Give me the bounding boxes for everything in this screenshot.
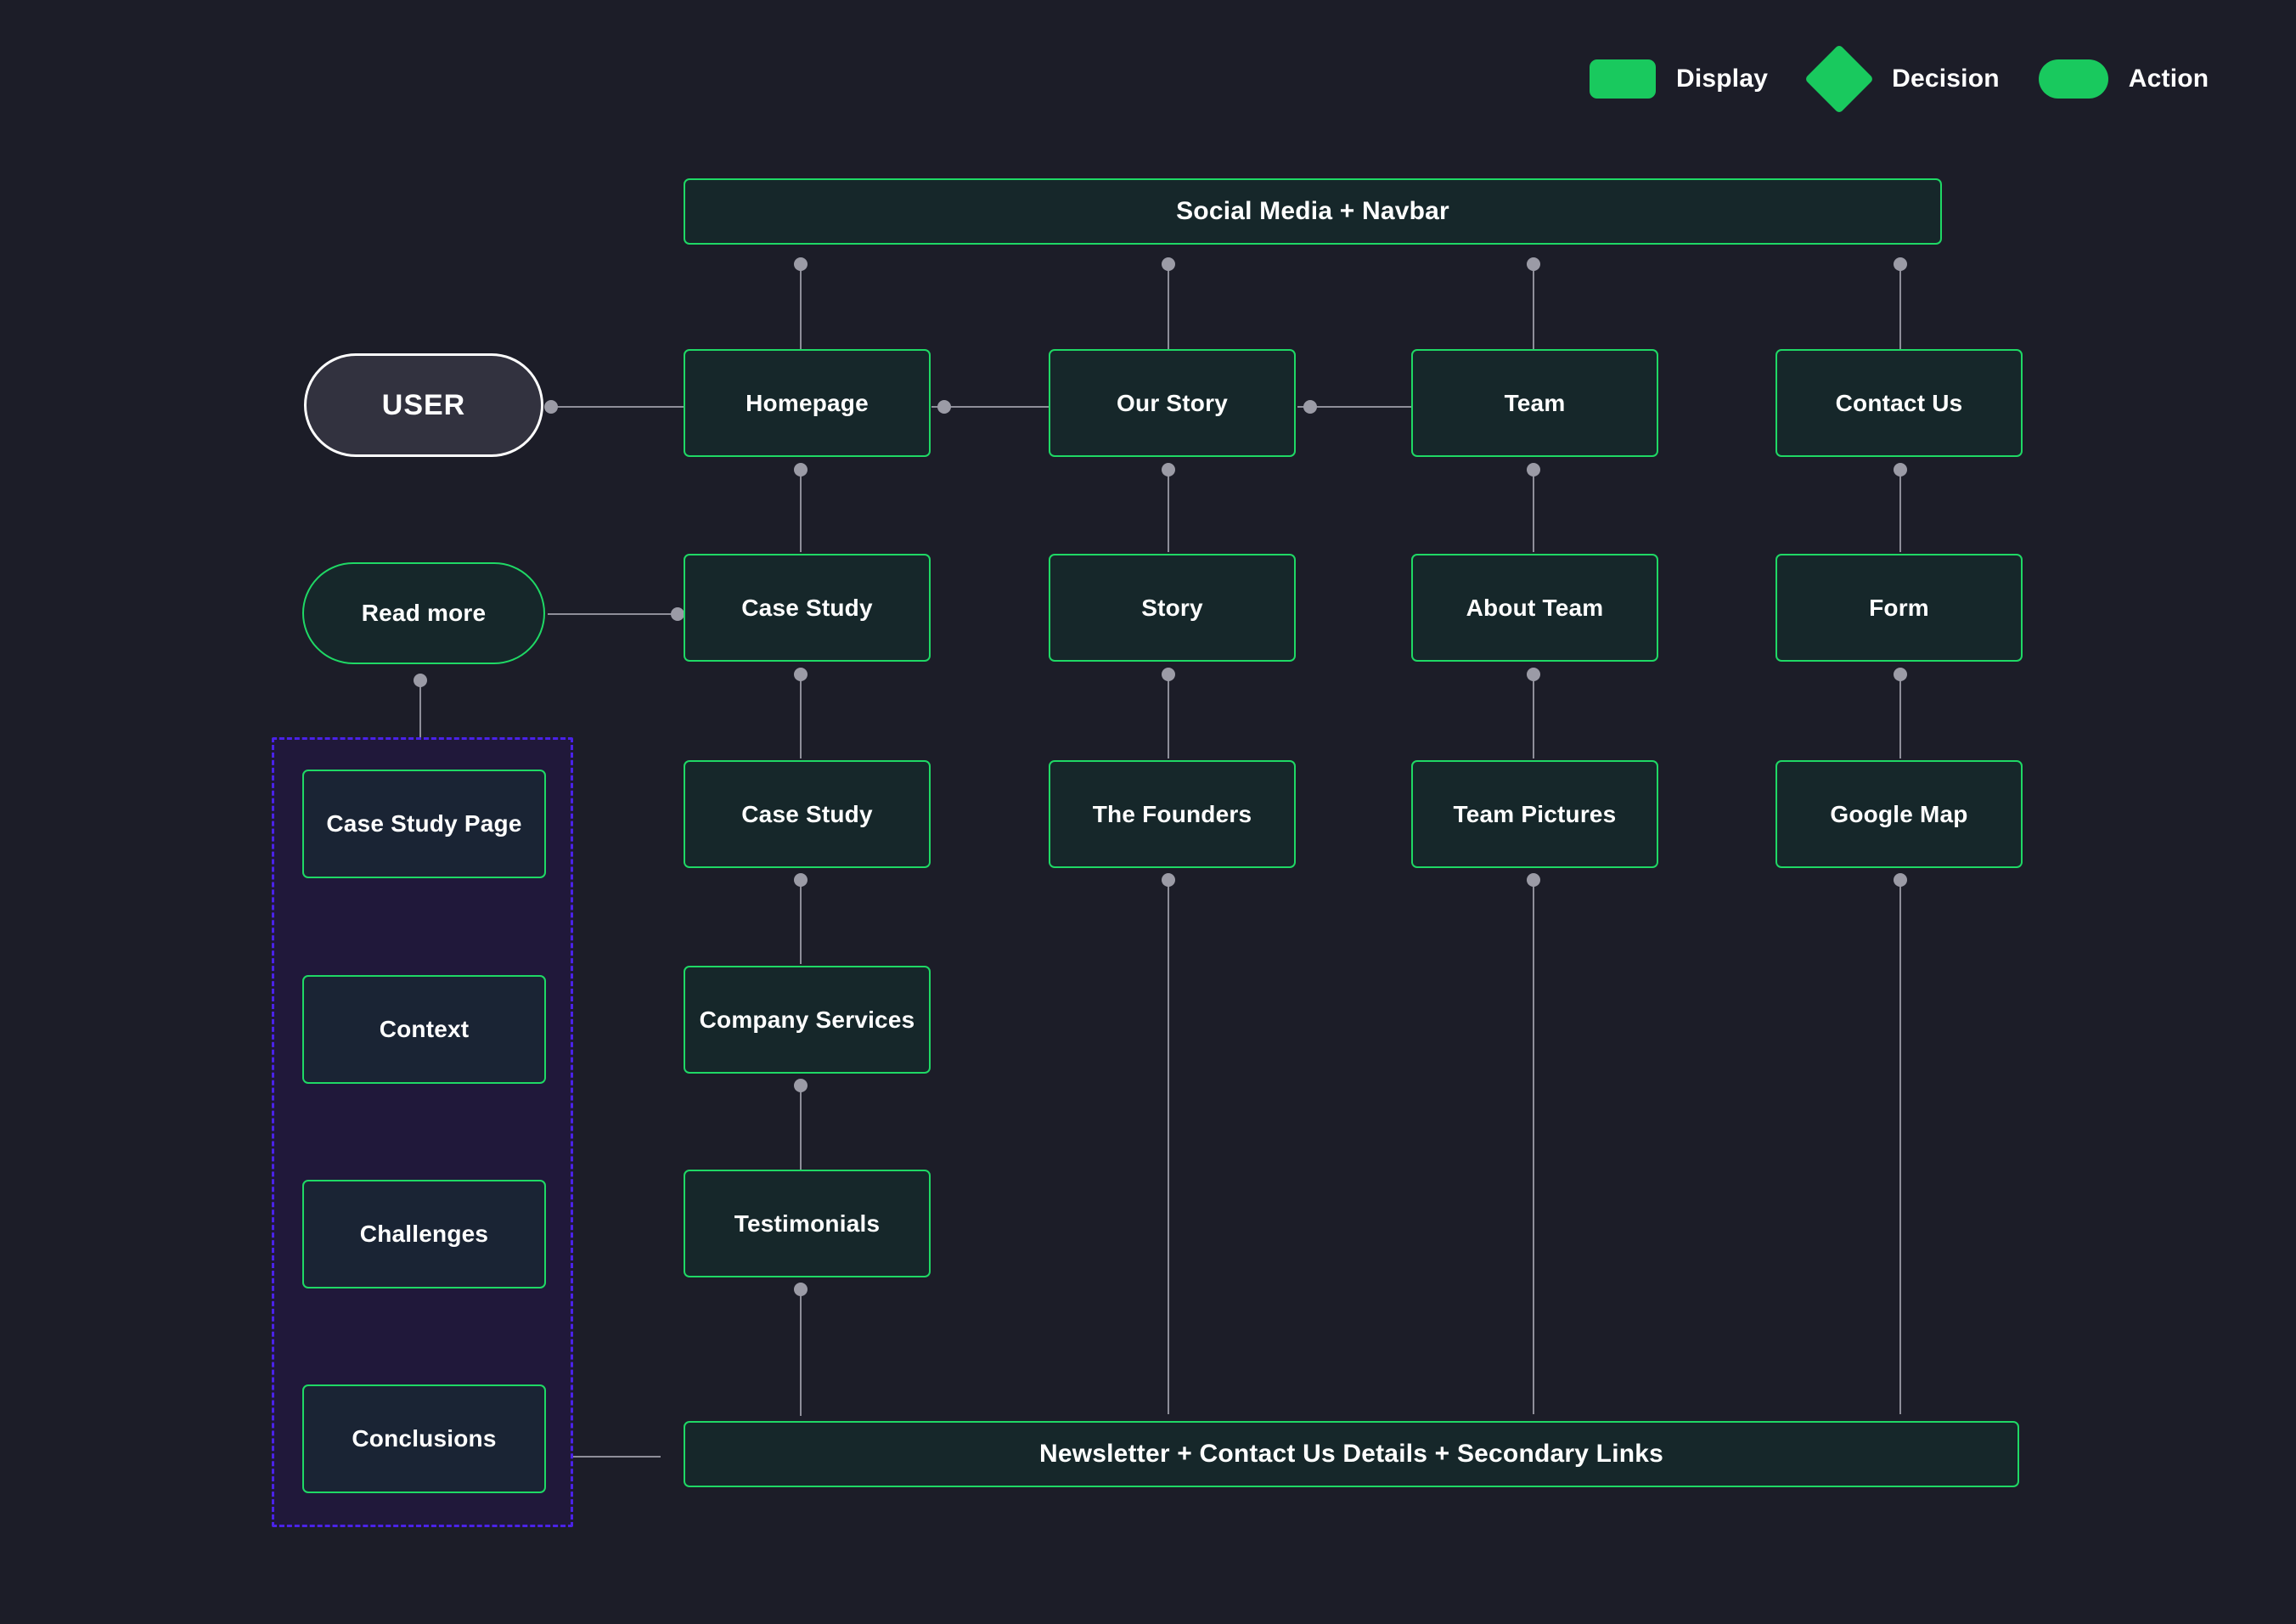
- connector-companyservices-testimonials: [800, 1085, 802, 1170]
- node-google-map[interactable]: Google Map: [1775, 760, 2023, 868]
- connector-dot: [794, 668, 808, 681]
- connector-dot: [1162, 257, 1175, 271]
- display-shape-icon: [1590, 59, 1656, 99]
- connector-dot: [1527, 257, 1540, 271]
- connector-dot: [1303, 400, 1317, 414]
- connector-user-homepage: [548, 406, 684, 408]
- connector-dot: [544, 400, 558, 414]
- connector-dot: [414, 674, 427, 687]
- node-team-pictures[interactable]: Team Pictures: [1411, 760, 1658, 868]
- node-about-team[interactable]: About Team: [1411, 554, 1658, 662]
- connector-dot: [1527, 463, 1540, 476]
- legend-item-display: Display: [1590, 59, 1768, 99]
- node-user[interactable]: USER: [304, 353, 543, 457]
- node-company-services[interactable]: Company Services: [684, 966, 931, 1074]
- connector-casestudy2-companyservices: [800, 879, 802, 964]
- legend-label-display: Display: [1676, 65, 1769, 93]
- connector-dot: [794, 1283, 808, 1296]
- node-social-media-navbar[interactable]: Social Media + Navbar: [684, 178, 1942, 245]
- connector-topbar-homepage: [800, 263, 802, 350]
- node-context[interactable]: Context: [302, 975, 546, 1084]
- connector-form-googlemap: [1899, 674, 1901, 758]
- node-read-more[interactable]: Read more: [302, 562, 545, 664]
- connector-dot: [794, 463, 808, 476]
- connector-casestudy-casestudy2: [800, 674, 802, 758]
- connector-googlemap-footer: [1899, 879, 1901, 1414]
- connector-dot: [1527, 668, 1540, 681]
- legend-item-action: Action: [2038, 59, 2209, 99]
- legend-label-action: Action: [2128, 65, 2209, 93]
- connector-dot: [1894, 463, 1907, 476]
- node-testimonials[interactable]: Testimonials: [684, 1170, 931, 1277]
- node-the-founders[interactable]: The Founders: [1049, 760, 1296, 868]
- connector-homepage-casestudy: [800, 469, 802, 552]
- node-case-study-1[interactable]: Case Study: [684, 554, 931, 662]
- legend: Display Decision Action: [1590, 43, 2209, 115]
- connector-dot: [1162, 668, 1175, 681]
- connector-team-aboutteam: [1533, 469, 1534, 552]
- node-challenges[interactable]: Challenges: [302, 1180, 546, 1288]
- connector-topbar-ourstory: [1168, 263, 1169, 350]
- node-team[interactable]: Team: [1411, 349, 1658, 457]
- connector-dot: [794, 1079, 808, 1092]
- connector-ourstory-team: [1297, 406, 1411, 408]
- connector-ourstory-story: [1168, 469, 1169, 552]
- decision-shape-icon: [1804, 43, 1875, 115]
- connector-readmore-casestudypage: [419, 679, 421, 770]
- node-case-study-page[interactable]: Case Study Page: [302, 770, 546, 878]
- connector-aboutteam-teampictures: [1533, 674, 1534, 758]
- action-shape-icon: [2038, 59, 2108, 99]
- connector-dot: [1162, 463, 1175, 476]
- connector-contactus-form: [1899, 469, 1901, 552]
- node-our-story[interactable]: Our Story: [1049, 349, 1296, 457]
- connector-dot: [1894, 873, 1907, 887]
- node-story[interactable]: Story: [1049, 554, 1296, 662]
- node-homepage[interactable]: Homepage: [684, 349, 931, 457]
- decision-shape-wrap: [1804, 43, 1875, 115]
- connector-teampictures-footer: [1533, 879, 1534, 1414]
- connector-dot: [671, 607, 684, 621]
- connector-conclusions-footer: [550, 1456, 661, 1458]
- connector-dot: [794, 873, 808, 887]
- node-conclusions[interactable]: Conclusions: [302, 1384, 546, 1493]
- connector-topbar-contactus: [1899, 263, 1901, 350]
- connector-dot: [1894, 257, 1907, 271]
- connector-readmore-casestudy: [548, 613, 684, 615]
- node-contact-us[interactable]: Contact Us: [1775, 349, 2023, 457]
- node-newsletter-footer[interactable]: Newsletter + Contact Us Details + Second…: [684, 1421, 2019, 1487]
- connector-dot: [1162, 873, 1175, 887]
- legend-label-decision: Decision: [1892, 65, 2000, 93]
- connector-dot: [794, 257, 808, 271]
- connector-story-founders: [1168, 674, 1169, 758]
- legend-item-decision: Decision: [1804, 43, 2000, 115]
- connector-testimonials-footer: [800, 1288, 802, 1416]
- connector-dot: [1894, 668, 1907, 681]
- connector-dot: [1527, 873, 1540, 887]
- connector-founders-footer: [1168, 879, 1169, 1414]
- connector-dot: [937, 400, 951, 414]
- connector-topbar-team: [1533, 263, 1534, 350]
- connector-homepage-ourstory: [931, 406, 1049, 408]
- node-form[interactable]: Form: [1775, 554, 2023, 662]
- node-case-study-2[interactable]: Case Study: [684, 760, 931, 868]
